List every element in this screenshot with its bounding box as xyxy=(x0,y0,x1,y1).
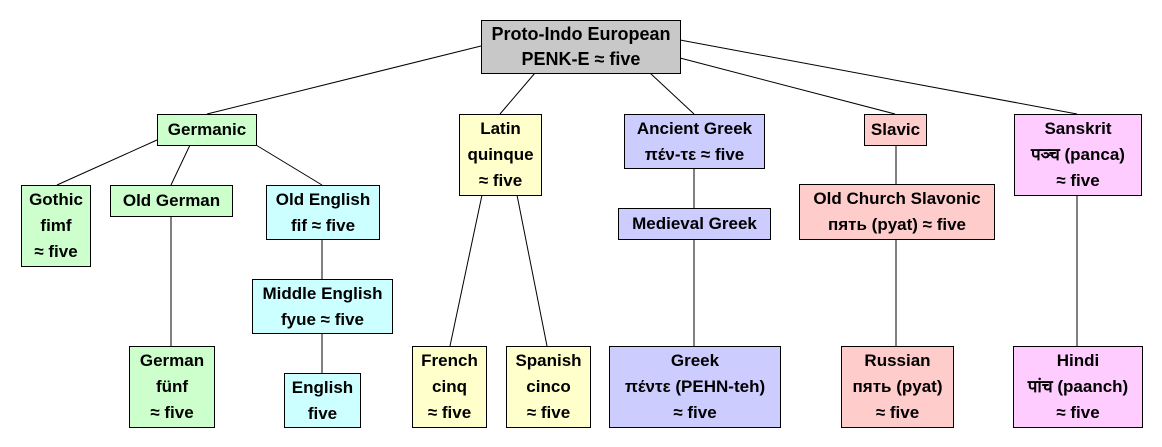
node-word: fyue ≈ five xyxy=(280,309,365,329)
node-gothic: Gothic fimf ≈ five xyxy=(21,185,91,267)
node-title: Gothic xyxy=(29,190,83,209)
node-word: cinq xyxy=(432,377,467,396)
node-title: Ancient Greek xyxy=(636,118,753,138)
node-old-english: Old English fif ≈ five xyxy=(266,185,380,240)
node-title: German xyxy=(139,351,205,370)
node-title: Old Church Slavonic xyxy=(813,189,981,208)
node-word: fünf xyxy=(155,377,189,396)
node-title: Spanish xyxy=(515,351,582,370)
node-old-church-slavonic: Old Church Slavonic пять (pyat) ≈ five xyxy=(799,184,995,240)
node-meaning: ≈ five xyxy=(34,242,78,261)
node-title: English xyxy=(291,377,354,397)
node-meaning: ≈ five xyxy=(673,403,717,422)
node-title: Slavic xyxy=(870,120,921,139)
node-meaning: ≈ five xyxy=(478,171,523,190)
edge-root-latin xyxy=(499,72,536,115)
node-meaning: ≈ five xyxy=(875,403,920,422)
node-title: Middle English xyxy=(262,283,383,303)
node-title: Russian xyxy=(864,351,931,370)
node-title: French xyxy=(421,351,478,370)
edge-germanic-old-english xyxy=(255,144,323,186)
node-middle-english: Middle English fyue ≈ five xyxy=(252,279,393,334)
node-meaning: ≈ five xyxy=(150,403,194,422)
node-ancient-greek: Ancient Greek πέν-τε ≈ five xyxy=(624,114,765,169)
node-slavic: Slavic xyxy=(864,114,927,146)
edge-latin-spanish xyxy=(516,194,548,347)
node-spanish: Spanish cinco ≈ five xyxy=(506,346,591,428)
edge-root-slavic xyxy=(679,57,896,115)
node-old-german: Old German xyxy=(110,185,233,217)
node-title: Sanskrit xyxy=(1044,119,1112,138)
node-word: πέντε (PEHN-teh) xyxy=(624,377,766,396)
node-germanic: Germanic xyxy=(157,114,257,146)
edge-germanic-gothic xyxy=(56,139,158,186)
node-meaning: ≈ five xyxy=(1056,171,1100,190)
node-title: Latin xyxy=(480,119,521,138)
node-hindi: Hindi पांच (paanch) ≈ five xyxy=(1013,346,1143,428)
node-title: Germanic xyxy=(167,120,247,139)
node-french: French cinq ≈ five xyxy=(412,346,487,428)
node-title: Medieval Greek xyxy=(632,214,757,233)
edge-latin-french xyxy=(449,194,483,347)
node-meaning: ≈ five xyxy=(526,403,571,422)
node-word: quinque xyxy=(467,145,534,164)
node-meaning: ≈ five xyxy=(1056,403,1100,422)
edge-germanic-old-german xyxy=(170,144,191,186)
node-english: English five xyxy=(284,373,361,428)
node-word: पांच (paanch) xyxy=(1027,377,1129,396)
node-word: пять (pyat) ≈ five xyxy=(827,215,967,234)
node-title: Greek xyxy=(670,351,720,370)
node-title: Proto-Indo European xyxy=(491,24,671,44)
edge-root-germanic xyxy=(206,45,482,115)
node-medieval-greek: Medieval Greek xyxy=(618,208,771,240)
node-russian: Russian пять (pyat) ≈ five xyxy=(841,346,954,428)
edge-root-ancient-greek xyxy=(649,72,695,115)
node-title: Old English xyxy=(275,189,371,209)
node-title: Hindi xyxy=(1056,351,1100,370)
node-latin: Latin quinque ≈ five xyxy=(459,114,542,196)
node-word: पञ्च (panca) xyxy=(1031,145,1125,164)
node-word: PENK-E ≈ five xyxy=(521,49,641,69)
node-greek: Greek πέντε (PEHN-teh) ≈ five xyxy=(609,346,781,428)
node-meaning: ≈ five xyxy=(427,403,472,422)
node-word: fimf xyxy=(40,216,72,235)
node-word: five xyxy=(307,403,338,423)
node-german: German fünf ≈ five xyxy=(129,346,215,428)
node-title: Old German xyxy=(122,191,221,210)
edge-root-sanskrit xyxy=(679,39,1078,115)
node-sanskrit: Sanskrit पञ्च (panca) ≈ five xyxy=(1014,114,1142,196)
node-word: fif ≈ five xyxy=(290,215,356,235)
node-word: cinco xyxy=(526,377,571,396)
node-word: пять (pyat) xyxy=(852,377,943,396)
node-proto-indo-european: Proto-Indo European PENK-E ≈ five xyxy=(481,20,681,74)
node-word: πέν-τε ≈ five xyxy=(644,144,745,164)
